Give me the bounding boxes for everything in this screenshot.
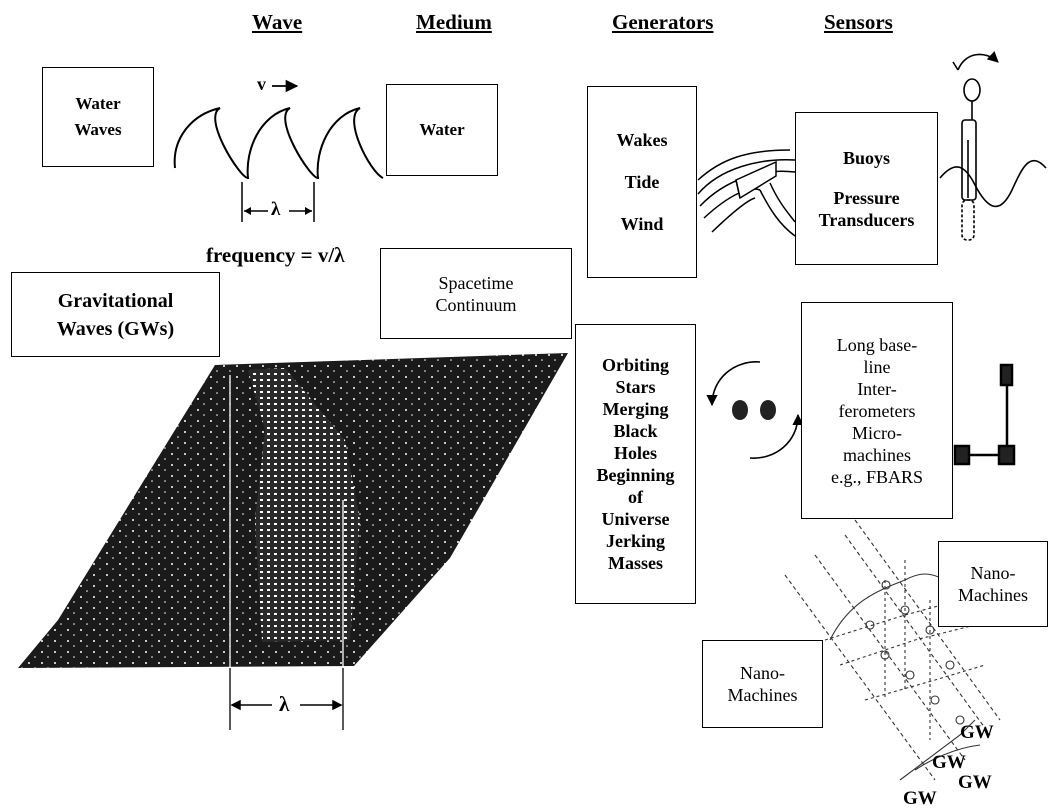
gw-sensor-line: Inter- [857, 378, 897, 399]
gw-sensor-line: ferometers [838, 400, 916, 421]
gw-generator-line: Jerking [605, 531, 665, 551]
gw-generator-line: Black [613, 421, 658, 441]
nano-machines-line: Nano- [970, 563, 1016, 583]
gw-sensor-line: e.g., FBARS [830, 466, 924, 487]
gw-generator-line: Stars [615, 377, 656, 397]
generator-item: Tide [624, 172, 660, 192]
gw-lambda-dimension [230, 699, 343, 711]
header-medium: Medium [416, 10, 492, 34]
generator-item: Wind [620, 214, 664, 234]
gw-waves-box: Gravitational Waves (GWs) [11, 272, 220, 357]
gw-label: GW [903, 788, 937, 809]
gw-generator-line: of [628, 487, 643, 507]
gw-sensor-line: Long base- [836, 334, 918, 355]
water-waves-line: Water [75, 94, 121, 113]
interferometer-drawing [953, 363, 1016, 466]
gw-label: GW [932, 752, 966, 773]
nano-machines-box-left: Nano- Machines [702, 640, 823, 728]
water-wave-curve [173, 107, 384, 180]
nano-machines-line: Nano- [740, 663, 785, 683]
gw-generator-line: Orbiting [601, 355, 669, 375]
gravitational-wave-surface [18, 353, 568, 730]
spacetime-line: Continuum [435, 294, 517, 315]
gw-waves-line: Gravitational [57, 289, 174, 312]
water-lambda-label: λ [271, 199, 281, 220]
sensor-item: Buoys [842, 147, 891, 168]
nano-machines-line: Machines [958, 585, 1028, 605]
gw-generator-line: Merging [602, 399, 669, 419]
boat-wake-drawing [697, 149, 796, 237]
water-waves-line: Waves [74, 120, 122, 139]
gw-sensor-line: machines [843, 444, 911, 465]
spacetime-line: Spacetime [438, 272, 514, 293]
gw-generator-line: Beginning [596, 465, 675, 485]
nano-machines-box-right: Nano- Machines [938, 541, 1048, 627]
gw-generator-line: Universe [601, 509, 670, 529]
water-waves-box: Water Waves [42, 67, 154, 167]
water-medium-box: Water [386, 84, 498, 176]
gw-waves-line: Waves (GWs) [56, 317, 175, 340]
header-generators: Generators [612, 10, 714, 34]
velocity-label: v [257, 74, 266, 94]
buoy-drawing [939, 51, 1047, 241]
gw-label: GW [958, 772, 992, 793]
generator-item: Wakes [616, 130, 668, 150]
sensor-item: Transducers [818, 209, 915, 230]
water-sensors-box: Buoys Pressure Transducers [795, 112, 938, 265]
spacetime-medium-box: Spacetime Continuum [380, 248, 572, 339]
gw-generator-line: Holes [614, 443, 657, 463]
nano-machines-line: Machines [727, 685, 798, 705]
gw-sensor-line: Micro- [852, 422, 902, 443]
header-wave: Wave [252, 10, 303, 34]
orbiting-stars-drawing [706, 361, 804, 459]
gw-sensors-box: Long base- line Inter- ferometers Micro-… [801, 302, 953, 519]
water-generators-box: Wakes Tide Wind [587, 86, 697, 278]
sensor-item: Pressure [833, 187, 900, 208]
gw-generators-box: Orbiting Stars Merging Black Holes Begin… [575, 324, 696, 604]
gw-lambda-label: λ [279, 692, 290, 716]
gw-label: GW [960, 722, 994, 743]
frequency-formula: frequency = v/λ [206, 243, 345, 267]
gw-generator-line: Masses [608, 553, 663, 573]
header-sensors: Sensors [824, 10, 893, 34]
gw-sensor-line: line [863, 356, 891, 377]
water-medium-line: Water [419, 120, 465, 139]
water-lambda-dimension [241, 182, 315, 222]
